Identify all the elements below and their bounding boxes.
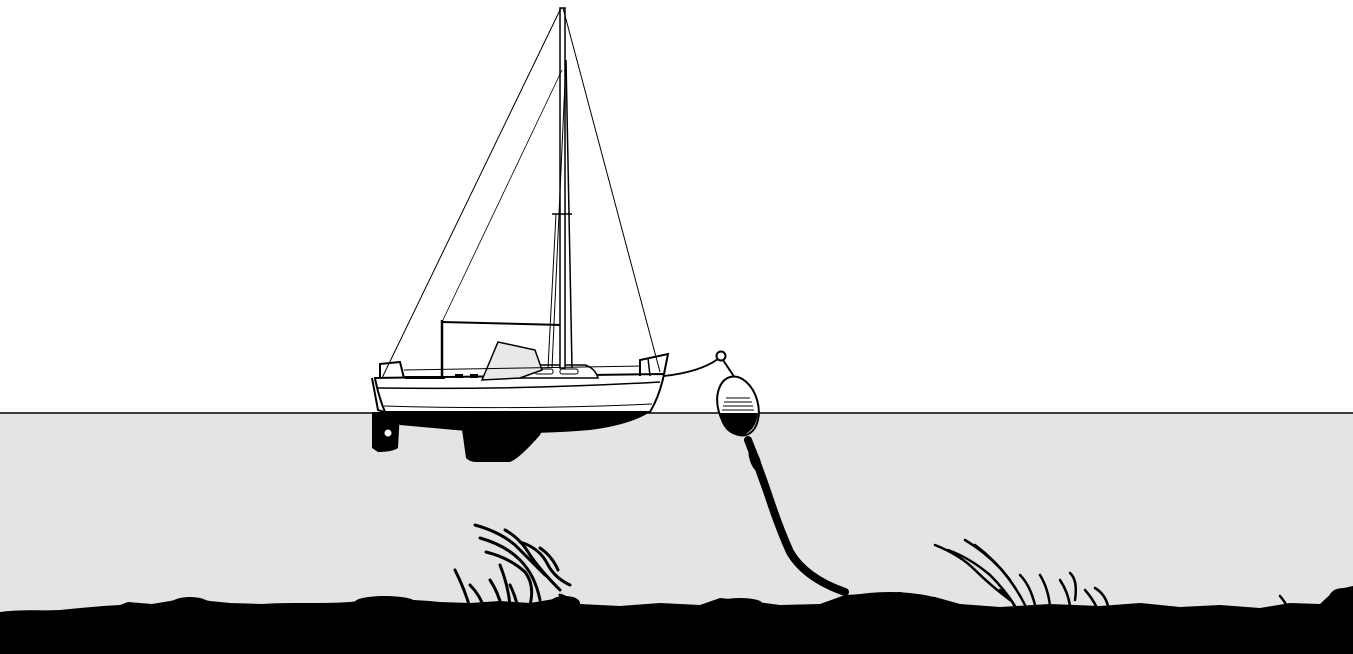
- sailboat: [372, 8, 668, 462]
- mooring-block: [845, 592, 936, 610]
- tiller: [405, 376, 445, 379]
- hull: [375, 374, 664, 412]
- rock: [172, 597, 208, 609]
- rock: [718, 598, 762, 608]
- rudder-fitting: [384, 429, 392, 437]
- winch: [470, 374, 478, 378]
- buoy-stem: [723, 360, 735, 378]
- mast: [560, 8, 565, 368]
- forestay: [563, 8, 660, 372]
- winch: [455, 374, 463, 378]
- mooring-line: [664, 359, 718, 376]
- rock: [355, 596, 415, 608]
- cabin-window: [560, 369, 578, 374]
- boom: [442, 322, 562, 325]
- topping-lift: [442, 70, 562, 322]
- lower-shroud: [548, 214, 556, 368]
- bow-pulpit: [640, 354, 668, 376]
